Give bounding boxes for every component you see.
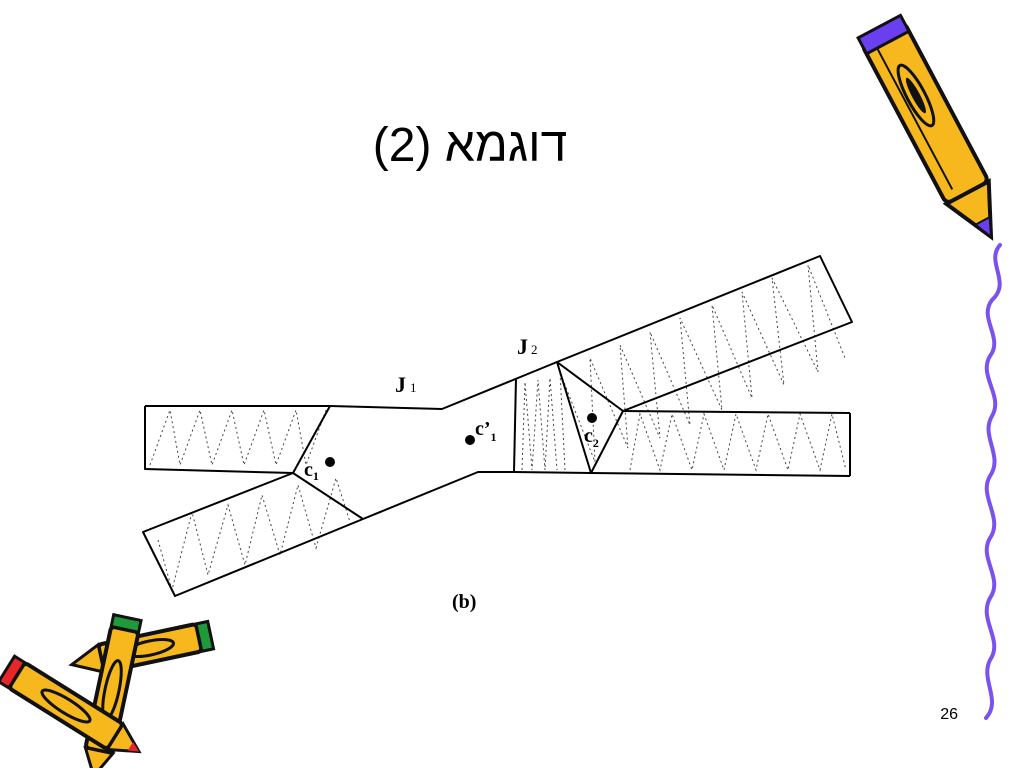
c2-dot [587, 413, 597, 423]
slide-title: דוגמא (2) [372, 119, 568, 172]
c1-prime-dot [465, 435, 475, 445]
hatch-left-bottom [157, 476, 351, 592]
pencil-clipart-bottom [0, 612, 216, 768]
decorative-squiggle [984, 243, 1002, 720]
left-arm-divider-bottom [292, 472, 364, 520]
outline-bottom [142, 406, 851, 597]
hatch-right-upper [559, 264, 846, 471]
left-arm-divider-top [292, 405, 331, 474]
hatch-right-lower [629, 412, 847, 472]
page-number: 26 [940, 706, 958, 723]
label-c1: c1 [304, 459, 319, 483]
pencil-clipart-top [856, 13, 994, 241]
corridor-outline [142, 255, 853, 597]
hatch-left-top [149, 408, 327, 467]
diagram-caption: (b) [452, 591, 476, 613]
c2-triangle [556, 361, 624, 474]
outline-top [145, 255, 853, 414]
c1-dot [325, 457, 335, 467]
label-c1-prime: c’1 [475, 418, 497, 444]
j2-vertical-divider [513, 377, 517, 473]
hatch-j2-strip [521, 377, 558, 471]
label-c2: c2 [584, 425, 599, 450]
hatching [149, 264, 847, 592]
